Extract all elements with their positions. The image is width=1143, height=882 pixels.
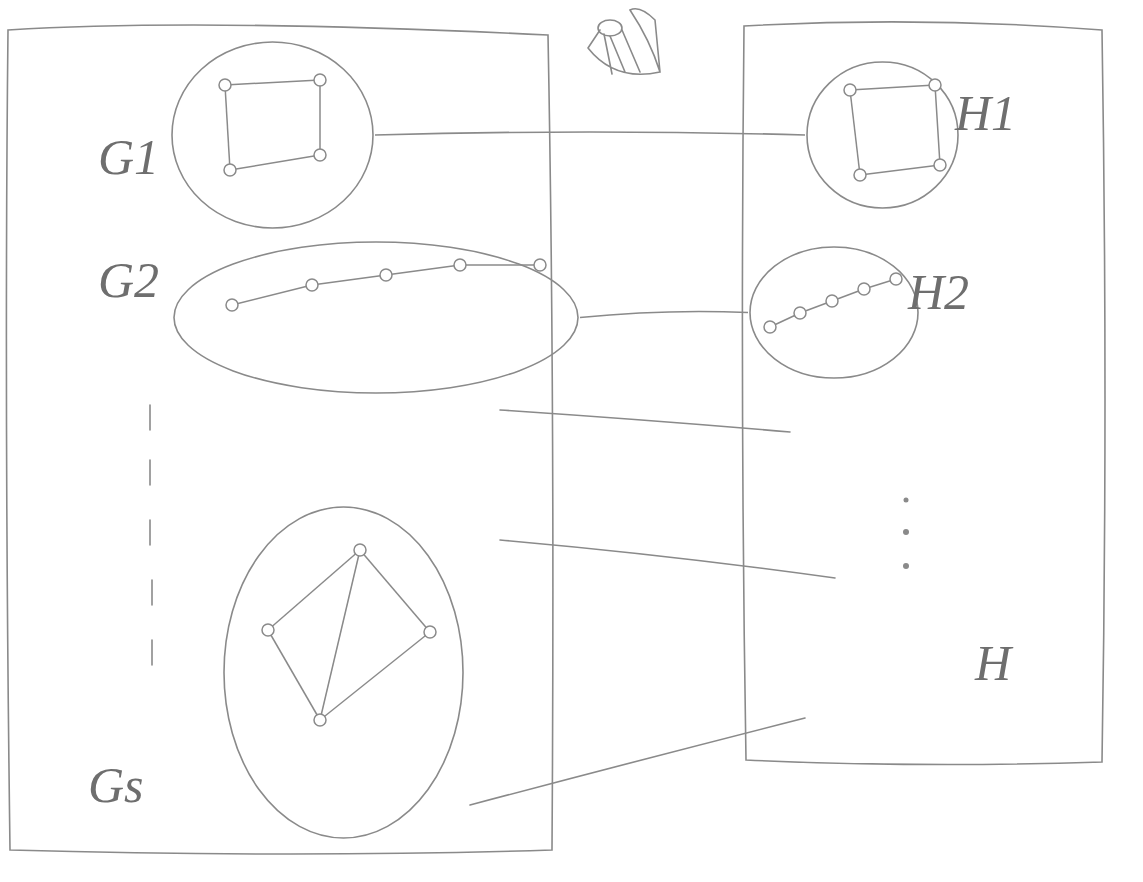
left-panel	[6, 25, 553, 854]
graph-label: Gs	[88, 760, 144, 810]
graph-label: G2	[98, 255, 159, 305]
connector-line	[500, 410, 790, 432]
subgraph-ellipse: G2	[172, 240, 580, 395]
subgraph-ellipse: H1	[805, 60, 960, 210]
subgraph-ellipse: G1	[170, 40, 375, 230]
edge-line	[375, 132, 805, 135]
vertical-dots	[903, 498, 909, 570]
outline-shape	[805, 60, 960, 210]
lamp-doodle	[588, 9, 660, 75]
subgraph-ellipse: Gs	[222, 505, 465, 840]
connector-line	[500, 540, 835, 578]
graph-label: G1	[98, 132, 159, 182]
connector-line	[470, 718, 805, 805]
edge-line	[580, 311, 748, 317]
graph-label: H1	[955, 88, 1016, 138]
graph-label: H2	[908, 267, 969, 317]
graph-panel: H H1H2	[740, 20, 1105, 765]
outline-shape	[170, 40, 375, 230]
outline-shape	[222, 505, 465, 840]
graph-label: H	[975, 638, 1011, 688]
subgraph-ellipse: H2	[748, 245, 920, 380]
outline-shape	[740, 20, 1105, 765]
outline-shape	[748, 245, 920, 380]
dashed-ellipsis	[150, 405, 152, 665]
outline-shape	[172, 240, 580, 395]
